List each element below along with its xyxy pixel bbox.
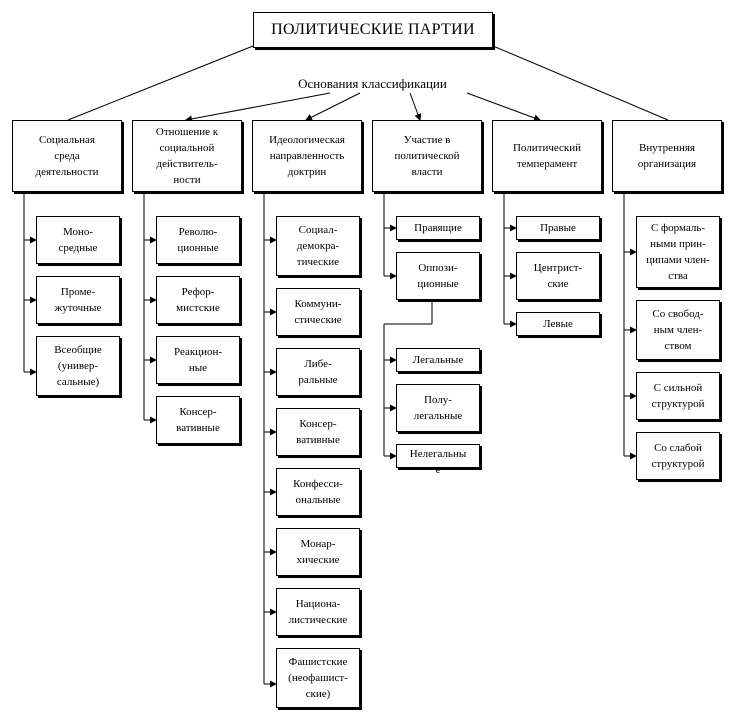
category-attitude-to-reality: Отношение к социальной действитель- ност… bbox=[132, 120, 242, 192]
item-revolutionary: Револю- ционные bbox=[156, 216, 240, 264]
item-universal: Всеобщие (универ- сальные) bbox=[36, 336, 120, 396]
item-weak-structure: Со слабой структурой bbox=[636, 432, 720, 480]
diagram-title: ПОЛИТИЧЕСКИЕ ПАРТИИ bbox=[253, 12, 493, 48]
item-reformist: Рефор- мистские bbox=[156, 276, 240, 324]
item-nationalist: Национа- листические bbox=[276, 588, 360, 636]
item-communist: Коммуни- стические bbox=[276, 288, 360, 336]
title-to-category-line bbox=[67, 45, 254, 121]
category-social-environment: Социальная среда деятельности bbox=[12, 120, 122, 192]
subitem-illegal: Нелегальны е bbox=[396, 444, 480, 476]
item-left: Левые bbox=[516, 312, 600, 336]
title-to-category-line bbox=[492, 45, 669, 121]
subitem-semi-legal: Полу- легальные bbox=[396, 384, 480, 432]
category-political-temperament: Политический темперамент bbox=[492, 120, 602, 192]
basis-to-category-line bbox=[409, 92, 422, 121]
basis-to-category-line bbox=[305, 92, 361, 121]
category-ideological-direction: Идеологическая направленность доктрин bbox=[252, 120, 362, 192]
basis-to-category-line bbox=[466, 92, 541, 122]
item-free-membership: Со свобод- ным член- ством bbox=[636, 300, 720, 360]
basis-to-category-line bbox=[185, 92, 331, 123]
item-right: Правые bbox=[516, 216, 600, 240]
item-intermediate: Проме- жуточные bbox=[36, 276, 120, 324]
subitem-legal: Легальные bbox=[396, 348, 480, 372]
item-conservative-attitude: Консер- вативные bbox=[156, 396, 240, 444]
item-reactionary: Реакцион- ные bbox=[156, 336, 240, 384]
item-fascist: Фашистские (неофашист- ские) bbox=[276, 648, 360, 708]
item-strong-structure: С сильной структурой bbox=[636, 372, 720, 420]
item-confessional: Конфесси- ональные bbox=[276, 468, 360, 516]
item-ruling: Правящие bbox=[396, 216, 480, 240]
item-monarchist: Монар- хические bbox=[276, 528, 360, 576]
item-mono-environment: Моно- средные bbox=[36, 216, 120, 264]
classification-basis-label: Основания классификации bbox=[298, 76, 447, 91]
item-liberal: Либе- ральные bbox=[276, 348, 360, 396]
item-opposition: Оппози- ционные bbox=[396, 252, 480, 300]
item-social-democratic: Социал- демокра- тические bbox=[276, 216, 360, 276]
category-internal-organization: Внутренняя организация bbox=[612, 120, 722, 192]
category-participation-in-power: Участие в политической власти bbox=[372, 120, 482, 192]
item-formal-membership: С формаль- ными прин- ципами член- ства bbox=[636, 216, 720, 288]
item-centrist: Центрист- ские bbox=[516, 252, 600, 300]
item-conservative-ideology: Консер- вативные bbox=[276, 408, 360, 456]
